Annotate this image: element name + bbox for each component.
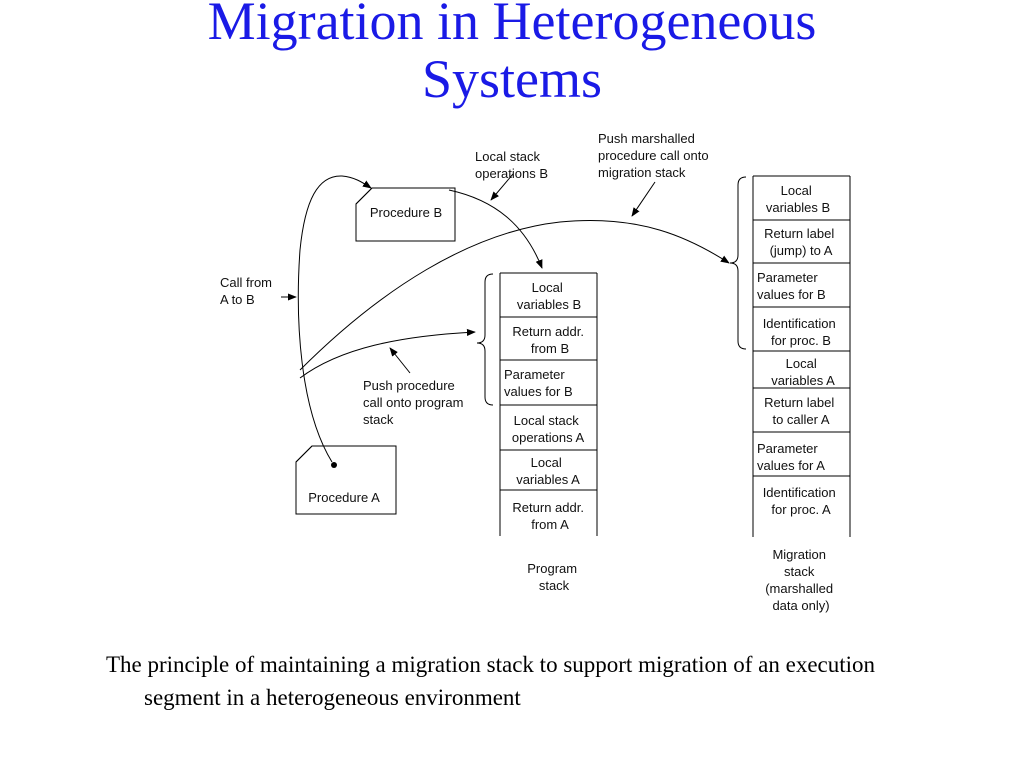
program-cell-4: Local stack operations A: [512, 413, 585, 445]
migration-stack-label: Migration stack (marshalled data only): [765, 547, 837, 613]
title-line-2: Systems: [421, 49, 603, 109]
migration-cell-8: Identification for proc. A: [763, 485, 840, 517]
call-a-to-b-curve: [297, 175, 372, 463]
procedure-a-label: Procedure A: [308, 490, 380, 505]
figure-caption: The principle of maintaining a migration…: [106, 652, 876, 710]
local-stack-b-label: Local stack operations B: [475, 149, 548, 181]
procedure-b-label: Procedure B: [370, 205, 442, 220]
program-stack: Local variables B Return addr. from B Pa…: [499, 272, 598, 536]
procedure-b-box: Procedure B: [355, 187, 456, 242]
program-stack-label: Program stack: [527, 561, 580, 593]
program-cell-6: Return addr. from A: [512, 500, 587, 532]
push-marshalled-label: Push marshalled procedure call onto migr…: [598, 131, 712, 180]
migration-cell-6: Return label to caller A: [764, 395, 838, 427]
program-cell-3: Parameter values for B: [504, 367, 573, 399]
migration-stack: Local variables B Return label (jump) to…: [752, 175, 851, 537]
local-stack-b-pointer: [490, 173, 514, 201]
migration-cell-5: Local variables A: [771, 356, 835, 388]
push-procedure-pointer: [389, 347, 411, 374]
migration-cell-7: Parameter values for A: [757, 441, 825, 473]
title-line-1: Migration in Heterogeneous: [207, 0, 817, 51]
execution-point: [331, 462, 337, 468]
migration-cell-1: Local variables B: [766, 183, 830, 215]
migration-cell-3: Parameter values for B: [757, 270, 826, 302]
slide-title: Migration in Heterogeneous Systems: [0, 0, 1024, 117]
migration-cell-4: Identification for proc. B: [763, 316, 840, 348]
program-cell-1: Local variables B: [517, 280, 581, 312]
push-marshalled-curve: [299, 219, 730, 371]
local-stack-b-curve: [448, 189, 543, 269]
program-stack-brace: [476, 273, 494, 406]
migration-stack-brace: [729, 176, 747, 350]
program-cell-5: Local variables A: [516, 455, 580, 487]
push-procedure-label: Push procedure call onto program stack: [363, 378, 467, 427]
call-from-label: Call from A to B: [220, 275, 276, 307]
push-marshalled-pointer: [631, 181, 656, 217]
program-cell-2: Return addr. from B: [512, 324, 587, 356]
procedure-a-box: Procedure A: [295, 445, 397, 515]
migration-diagram: Procedure B Procedure A Local variables …: [220, 131, 851, 613]
push-procedure-curve: [299, 328, 476, 379]
migration-cell-2: Return label (jump) to A: [764, 226, 838, 258]
